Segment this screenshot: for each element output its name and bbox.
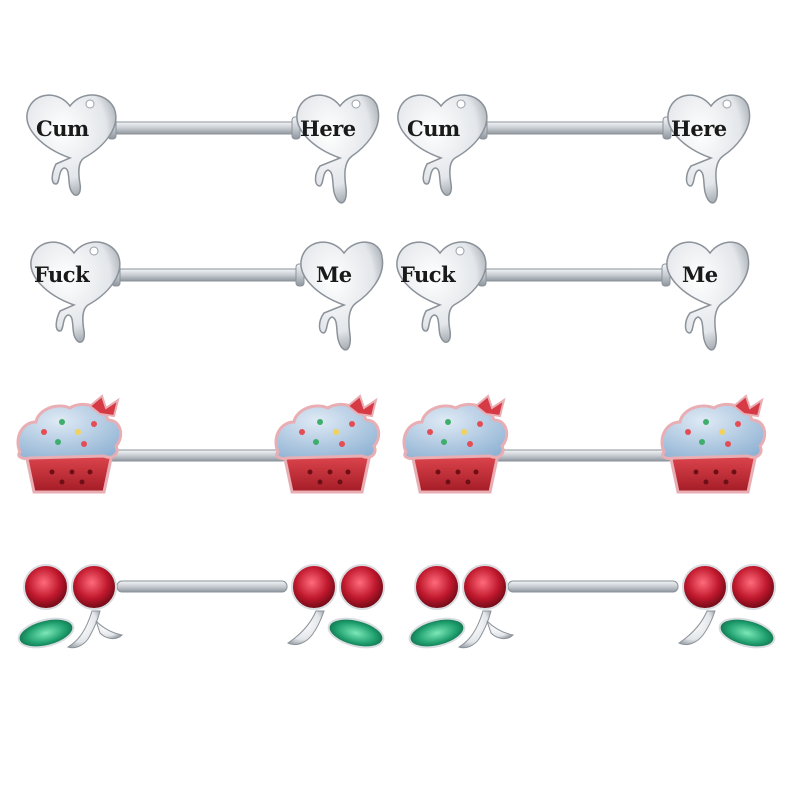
heart-barbell-graphic (397, 94, 751, 204)
barbell-cherry-left (12, 555, 385, 685)
barbell-cum-here-left: Cum Here (22, 88, 382, 218)
barbell-fuck-me-right: Fuck Me (392, 235, 752, 365)
heart-engraving-left: Fuck (400, 262, 456, 287)
cupcake-icon (660, 394, 767, 494)
barbell-fuck-me-left: Fuck Me (26, 235, 386, 365)
cherry-barbell-graphic (17, 564, 385, 649)
heart-engraving-left: Fuck (34, 262, 90, 287)
cupcake-barbell-graphic (16, 394, 381, 494)
heart-engraving-right: Here (300, 116, 356, 141)
heart-engraving-right: Me (682, 262, 718, 287)
cherry-icon (408, 564, 515, 649)
heart-engraving-left: Cum (36, 116, 89, 141)
heart-engraving-right: Here (671, 116, 727, 141)
cherry-icon (17, 564, 124, 649)
heart-barbell-graphic (396, 241, 750, 351)
cupcake-barbell-graphic (402, 394, 767, 494)
heart-barbell-graphic (26, 94, 380, 204)
heart-engraving-left: Cum (407, 116, 460, 141)
cherry-icon (287, 564, 385, 649)
cherry-icon (678, 564, 776, 649)
barbell-cum-here-right: Cum Here (393, 88, 753, 218)
cherry-barbell-graphic (408, 564, 776, 649)
barbell-cupcake-right (398, 392, 767, 522)
cupcake-icon (16, 394, 123, 494)
cupcake-icon (402, 394, 509, 494)
heart-engraving-right: Me (316, 262, 352, 287)
barbell-cherry-right (403, 555, 776, 685)
heart-barbell-graphic (30, 241, 384, 351)
barbell-cupcake-left (12, 392, 381, 522)
cupcake-icon (274, 394, 381, 494)
